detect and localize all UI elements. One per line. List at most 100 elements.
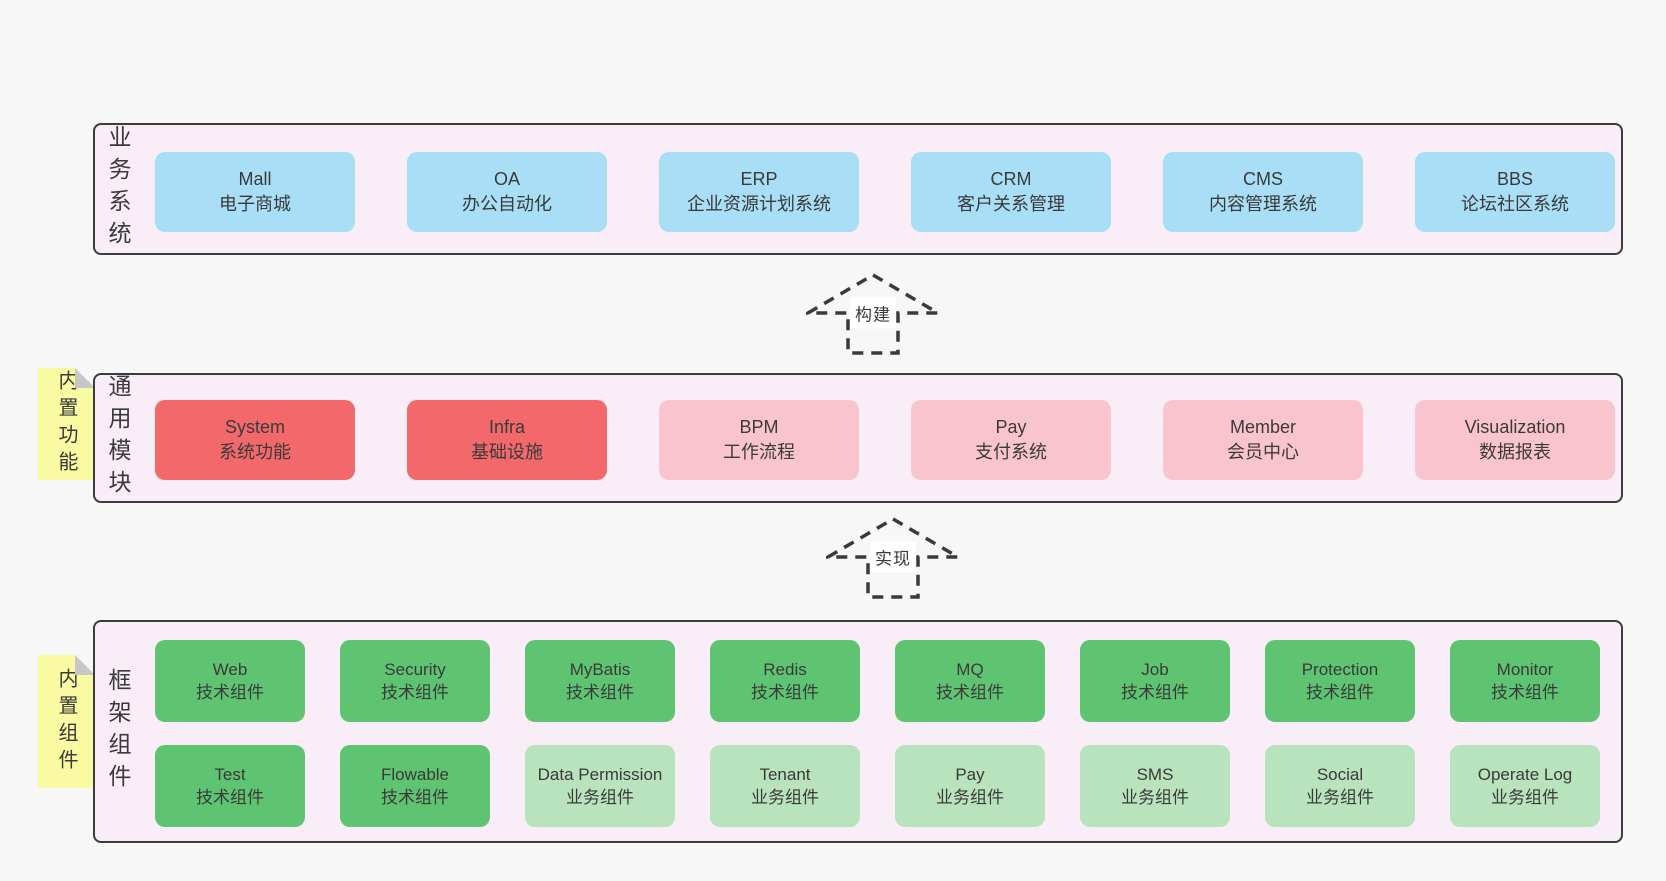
box-subtitle: 技术组件 (566, 683, 634, 702)
common-modules-row: System 系统功能 Infra 基础设施 BPM 工作流程 Pay 支付系统… (155, 400, 1615, 480)
box-title: Visualization (1464, 417, 1566, 437)
framework-components-row-1: Web 技术组件 Security 技术组件 MyBatis 技术组件 Redi… (155, 640, 1600, 722)
box-title: Pay (955, 765, 985, 784)
box-title: BBS (1496, 169, 1534, 189)
box-subtitle: 客户关系管理 (957, 194, 1065, 214)
box-title: CMS (1243, 169, 1283, 189)
box-title: System (224, 417, 285, 437)
note-label: 内置功能 (55, 370, 77, 478)
box-tenant: Tenant 业务组件 (710, 745, 860, 827)
box-subtitle: 业务组件 (1491, 788, 1559, 807)
box-subtitle: 工作流程 (723, 442, 795, 462)
layer-label-framework-components: 框架组件 (105, 667, 131, 796)
box-system: System 系统功能 (155, 400, 355, 480)
box-title: OA (493, 169, 520, 189)
box-title: ERP (740, 169, 778, 189)
box-crm: CRM 客户关系管理 (911, 152, 1111, 232)
box-operate-log: Operate Log 业务组件 (1450, 745, 1600, 827)
box-pay-system: Pay 支付系统 (911, 400, 1111, 480)
box-subtitle: 论坛社区系统 (1461, 194, 1569, 214)
box-title: Pay (995, 417, 1027, 437)
box-subtitle: 办公自动化 (462, 194, 552, 214)
box-title: Data Permission (537, 765, 663, 784)
box-title: Security (384, 660, 446, 679)
box-visualization: Visualization 数据报表 (1415, 400, 1615, 480)
box-subtitle: 技术组件 (936, 683, 1004, 702)
box-subtitle: 支付系统 (975, 442, 1047, 462)
box-subtitle: 技术组件 (196, 683, 264, 702)
box-subtitle: 技术组件 (381, 683, 449, 702)
box-title: BPM (739, 417, 779, 437)
box-title: SMS (1136, 765, 1174, 784)
box-data-permission: Data Permission 业务组件 (525, 745, 675, 827)
box-flowable: Flowable 技术组件 (340, 745, 490, 827)
box-subtitle: 基础设施 (471, 442, 543, 462)
box-subtitle: 技术组件 (1306, 683, 1374, 702)
box-subtitle: 业务组件 (936, 788, 1004, 807)
box-title: Web (212, 660, 248, 679)
box-infra: Infra 基础设施 (407, 400, 607, 480)
note-label: 内置组件 (55, 667, 77, 776)
box-subtitle: 技术组件 (751, 683, 819, 702)
box-title: Infra (488, 417, 526, 437)
box-subtitle: 会员中心 (1227, 442, 1299, 462)
box-bpm: BPM 工作流程 (659, 400, 859, 480)
layer-label-business-systems: 业务系统 (105, 125, 131, 253)
box-title: MyBatis (569, 660, 631, 679)
box-title: Tenant (759, 765, 811, 784)
box-title: Social (1316, 765, 1364, 784)
box-title: Member (1229, 417, 1296, 437)
box-cms: CMS 内容管理系统 (1163, 152, 1363, 232)
business-systems-row: Mall 电子商城 OA 办公自动化 ERP 企业资源计划系统 CRM 客户关系… (155, 152, 1615, 232)
box-title: Monitor (1496, 660, 1554, 679)
box-title: Operate Log (1477, 765, 1573, 784)
box-title: Flowable (380, 765, 450, 784)
layer-label-common-modules: 通用模块 (105, 374, 131, 502)
box-subtitle: 电子商城 (219, 194, 291, 214)
box-web: Web 技术组件 (155, 640, 305, 722)
box-member: Member 会员中心 (1163, 400, 1363, 480)
box-mybatis: MyBatis 技术组件 (525, 640, 675, 722)
box-protection: Protection 技术组件 (1265, 640, 1415, 722)
box-title: MQ (956, 660, 984, 679)
box-title: Test (214, 765, 246, 784)
box-subtitle: 业务组件 (566, 788, 634, 807)
box-subtitle: 企业资源计划系统 (687, 194, 831, 214)
sticky-note-built-in-components: 内置组件 (38, 655, 95, 788)
box-subtitle: 业务组件 (1306, 788, 1374, 807)
folded-corner-icon (75, 655, 95, 675)
box-title: Job (1141, 660, 1169, 679)
box-security: Security 技术组件 (340, 640, 490, 722)
implement-arrow: 实现 (826, 517, 960, 599)
box-title: Protection (1301, 660, 1379, 679)
box-erp: ERP 企业资源计划系统 (659, 152, 859, 232)
box-bbs: BBS 论坛社区系统 (1415, 152, 1615, 232)
box-subtitle: 内容管理系统 (1209, 194, 1317, 214)
box-subtitle: 系统功能 (219, 442, 291, 462)
box-pay-component: Pay 业务组件 (895, 745, 1045, 827)
box-subtitle: 业务组件 (751, 788, 819, 807)
box-monitor: Monitor 技术组件 (1450, 640, 1600, 722)
arrow-label-implement: 实现 (870, 541, 916, 573)
box-oa: OA 办公自动化 (407, 152, 607, 232)
box-mall: Mall 电子商城 (155, 152, 355, 232)
build-arrow: 构建 (806, 273, 940, 355)
box-subtitle: 技术组件 (1491, 683, 1559, 702)
layer-framework-components: 框架组件 Web 技术组件 Security 技术组件 MyBatis 技术组件… (93, 620, 1623, 843)
box-title: Mall (238, 169, 272, 189)
box-sms: SMS 业务组件 (1080, 745, 1230, 827)
box-subtitle: 技术组件 (1121, 683, 1189, 702)
box-subtitle: 数据报表 (1479, 442, 1551, 462)
box-subtitle: 技术组件 (196, 788, 264, 807)
arrow-label-build: 构建 (850, 297, 896, 329)
up-arrow-icon (806, 273, 940, 355)
box-redis: Redis 技术组件 (710, 640, 860, 722)
box-title: CRM (990, 169, 1032, 189)
layer-business-systems: 业务系统 Mall 电子商城 OA 办公自动化 ERP 企业资源计划系统 CRM… (93, 123, 1623, 255)
box-subtitle: 技术组件 (381, 788, 449, 807)
folded-corner-icon (75, 368, 95, 388)
sticky-note-built-in-features: 内置功能 (38, 368, 95, 480)
box-test: Test 技术组件 (155, 745, 305, 827)
box-mq: MQ 技术组件 (895, 640, 1045, 722)
framework-components-row-2: Test 技术组件 Flowable 技术组件 Data Permission … (155, 745, 1600, 827)
